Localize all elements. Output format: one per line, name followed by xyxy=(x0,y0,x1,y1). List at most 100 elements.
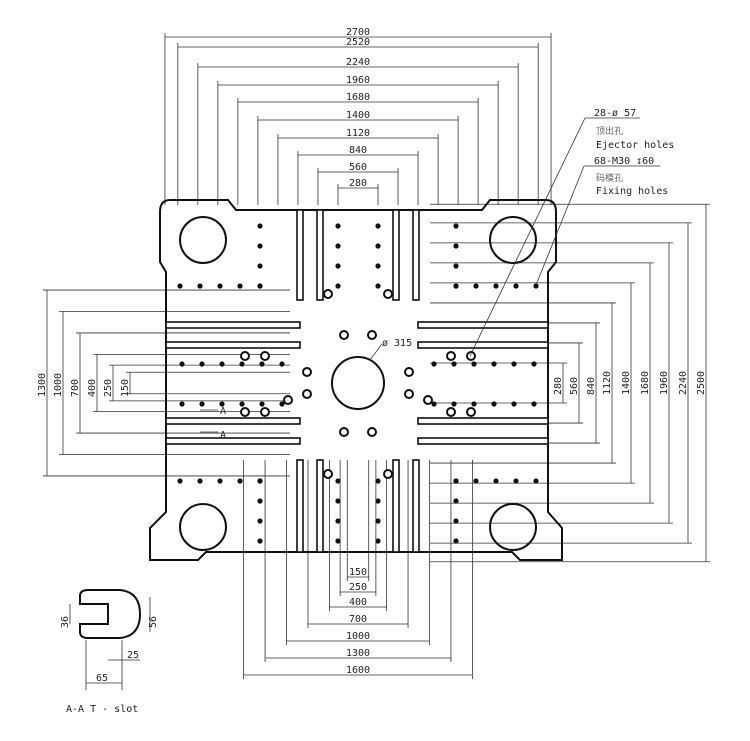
dimension-label: 1400 xyxy=(346,110,370,121)
dimension-left: 250 xyxy=(103,364,290,402)
fixing-hole xyxy=(453,223,459,229)
ejector-spec: 28-ø 57 xyxy=(594,108,636,119)
fixing-hole xyxy=(335,243,341,249)
fixing-hole xyxy=(471,401,477,407)
tslot-dim-25: 25 xyxy=(127,650,139,661)
fixing-hole xyxy=(451,401,457,407)
dimension-label: 400 xyxy=(87,379,98,397)
fixing-hole xyxy=(375,538,381,544)
fixing-hole xyxy=(471,361,477,367)
section-mark: A xyxy=(220,406,226,417)
tie-bar-hole xyxy=(489,216,537,264)
dimension-left: 150 xyxy=(120,371,290,397)
fixing-hole xyxy=(511,401,517,407)
fixing-hole xyxy=(237,478,243,484)
dimension-label: 1000 xyxy=(53,373,64,397)
fixing-hole xyxy=(335,283,341,289)
dimension-right: 1120 xyxy=(430,302,616,464)
dimension-bottom: 700 xyxy=(307,460,409,628)
dimension-label: 560 xyxy=(349,162,367,173)
t-slot xyxy=(392,209,400,301)
dimension-label: 560 xyxy=(569,377,580,395)
dimension-right: 280 xyxy=(430,362,567,404)
ejector-hole xyxy=(404,367,414,377)
dimension-label: 280 xyxy=(553,377,564,395)
fixing-hole xyxy=(237,283,243,289)
fixing-hole xyxy=(453,498,459,504)
ejector-hole xyxy=(367,427,377,437)
ejector-hole xyxy=(339,330,349,340)
fixing-hole xyxy=(257,283,263,289)
fixing-hole xyxy=(453,538,459,544)
fixing-hole xyxy=(375,478,381,484)
fixing-hole xyxy=(513,283,519,289)
dimension-left: 700 xyxy=(70,332,290,434)
center-hole xyxy=(331,356,385,410)
ejector-hole xyxy=(260,407,270,417)
dimension-top: 2700 xyxy=(164,27,552,205)
fixing-hole xyxy=(199,361,205,367)
tslot-dim-36: 36 xyxy=(60,616,71,628)
ejector-cn: 顶出孔 xyxy=(596,125,623,137)
dimension-top: 1120 xyxy=(277,128,439,205)
dimension-label: 1680 xyxy=(640,371,651,395)
dimension-bottom: 1300 xyxy=(264,460,452,662)
fixing-hole xyxy=(453,518,459,524)
dimension-top: 1680 xyxy=(237,92,479,205)
fixing-hole xyxy=(491,401,497,407)
dimension-top: 280 xyxy=(337,178,379,205)
dimension-label: 2240 xyxy=(346,57,370,68)
dimension-label: 250 xyxy=(103,379,114,397)
ejector-hole xyxy=(383,289,393,299)
dimension-label: 1600 xyxy=(346,665,370,676)
center-hole-label: ø 315 xyxy=(382,338,412,349)
fixing-hole xyxy=(219,361,225,367)
ejector-hole xyxy=(466,407,476,417)
fixing-hole xyxy=(511,361,517,367)
fixing-hole xyxy=(493,283,499,289)
ejector-hole xyxy=(283,395,293,405)
fixing-hole xyxy=(375,243,381,249)
fixing-hole xyxy=(493,478,499,484)
fixing-hole xyxy=(217,283,223,289)
fixing-hole xyxy=(375,518,381,524)
t-slot xyxy=(417,341,549,349)
fixing-hole xyxy=(257,243,263,249)
dimension-label: 840 xyxy=(586,377,597,395)
fixing-hole xyxy=(531,361,537,367)
dimension-label: 2520 xyxy=(346,37,370,48)
fixing-hole xyxy=(257,518,263,524)
tie-bar-hole xyxy=(179,216,227,264)
dimension-label: 700 xyxy=(70,379,81,397)
dimension-label: 150 xyxy=(349,567,367,578)
tslot-caption: A-A T - slot xyxy=(66,704,138,715)
fixing-hole xyxy=(179,401,185,407)
fixing-hole xyxy=(257,263,263,269)
dimension-label: 280 xyxy=(349,178,367,189)
fixing-hole xyxy=(239,361,245,367)
fixing-hole xyxy=(257,498,263,504)
t-slot xyxy=(417,417,549,425)
dimension-top: 2520 xyxy=(177,37,539,205)
fixing-hole xyxy=(431,401,437,407)
dimension-right: 1680 xyxy=(430,262,654,504)
fixing-hole xyxy=(279,361,285,367)
fixing-hole xyxy=(257,478,263,484)
dimension-label: 1960 xyxy=(346,75,370,86)
fixing-hole xyxy=(513,478,519,484)
t-slot xyxy=(165,437,301,445)
ejector-hole xyxy=(302,389,312,399)
dimension-label: 1960 xyxy=(659,371,670,395)
dimension-label: 1120 xyxy=(346,128,370,139)
ejector-hole xyxy=(446,407,456,417)
ejector-hole xyxy=(367,330,377,340)
fixing-hole xyxy=(335,518,341,524)
fixing-hole xyxy=(259,401,265,407)
ejector-hole xyxy=(466,351,476,361)
ejector-hole xyxy=(240,407,250,417)
tslot-section: 36 56 25 65 A-A T - slot xyxy=(60,589,159,715)
fixing-hole xyxy=(259,361,265,367)
t-slot xyxy=(165,321,301,329)
fixing-hole xyxy=(257,538,263,544)
